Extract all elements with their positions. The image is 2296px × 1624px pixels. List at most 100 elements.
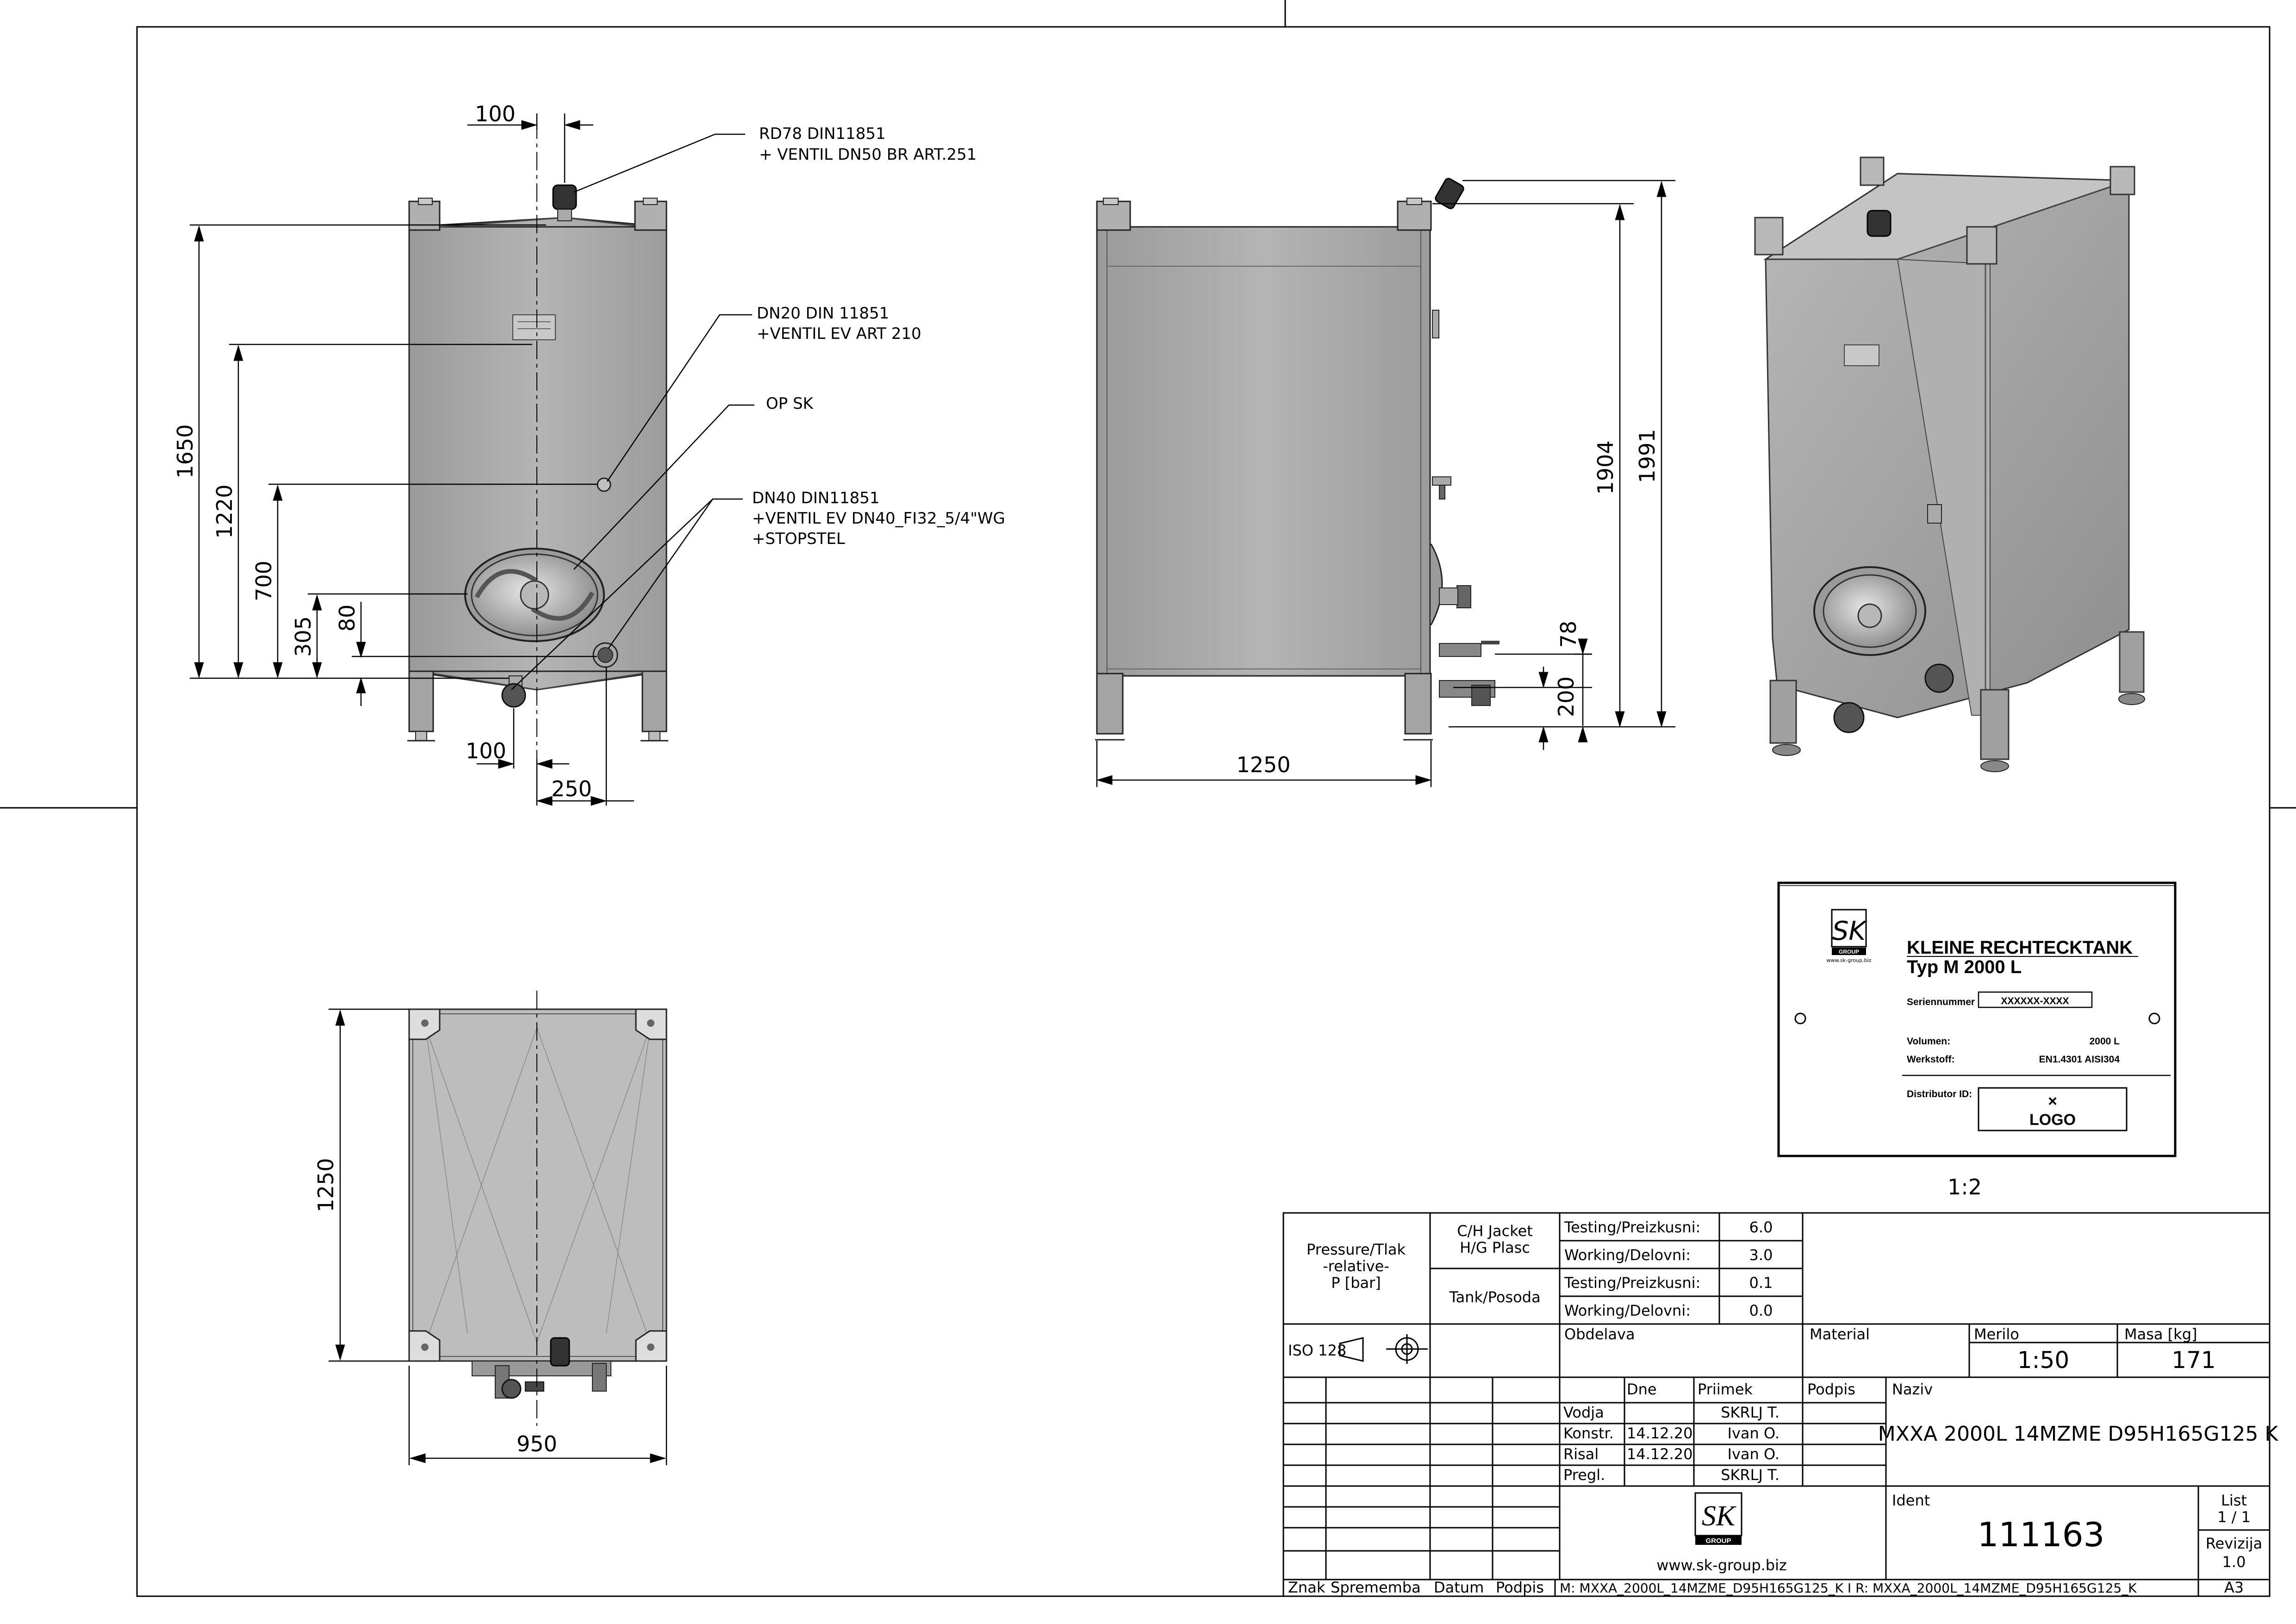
pressure-label-1: Pressure/Tlak — [1307, 1241, 1406, 1258]
naziv-label: Naziv — [1892, 1380, 1933, 1398]
svg-text:www.sk-group.biz: www.sk-group.biz — [1827, 957, 1872, 963]
callout-op: OP SK — [766, 394, 814, 413]
merilo-label: Merilo — [1974, 1325, 2019, 1343]
svg-text:GROUP: GROUP — [1705, 1537, 1731, 1545]
callout-dn40-line2: +VENTIL EV DN40_FI32_5/4"WG — [752, 509, 1005, 528]
nameplate-sk-logo-icon: SK GROUP www.sk-group.biz — [1827, 909, 1872, 963]
staff-1-name: SKRLJ T. — [1721, 1404, 1780, 1421]
pressure-row-3-value: 0.1 — [1749, 1274, 1773, 1292]
ident-value: 111163 — [1978, 1515, 2105, 1554]
dim-top-offset: 100 — [475, 101, 516, 126]
nameplate-title: KLEINE RECHTECKTANK — [1907, 937, 2133, 958]
front-view-callout-text: RD78 DIN11851 + VENTIL DN50 BR ART.251 D… — [752, 125, 1005, 548]
dim-bottom-100: 100 — [466, 738, 506, 763]
dim-1904: 1904 — [1593, 440, 1618, 494]
side-view — [1095, 178, 1500, 741]
nameplate: SK GROUP www.sk-group.biz KLEINE RECHTEC… — [1777, 881, 2177, 1199]
nameplate-serial-value: XXXXXX-XXXX — [2001, 996, 2069, 1006]
front-view — [407, 120, 668, 787]
dim-200: 200 — [1554, 676, 1579, 717]
staff-header-signature: Podpis — [1807, 1380, 1855, 1398]
footer-sprememba: Sprememba — [1331, 1579, 1421, 1596]
staff-header-date: Dne — [1627, 1380, 1657, 1398]
merilo-value: 1:50 — [2017, 1347, 2069, 1374]
front-view-dimensions — [190, 113, 634, 806]
nameplate-volume-value: 2000 L — [2090, 1036, 2120, 1047]
footer-file: M: MXXA_2000L_14MZME_D95H165G125_K I R: … — [1560, 1580, 2137, 1596]
dim-side-width: 1250 — [1236, 752, 1290, 777]
revizija-value: 1.0 — [2222, 1553, 2246, 1571]
dim-305: 305 — [291, 616, 316, 657]
dim-78: 78 — [1556, 621, 1581, 648]
pressure-row-2-value: 3.0 — [1749, 1246, 1773, 1264]
svg-text:SK: SK — [1832, 916, 1868, 946]
side-view-dim-text: 1250 1904 1991 78 200 — [1236, 429, 1660, 777]
dim-1991: 1991 — [1635, 429, 1660, 483]
naziv-value: MXXA 2000L 14MZME D95H165G125 K — [1878, 1422, 2279, 1446]
dim-top-width: 950 — [516, 1431, 557, 1456]
masa-value: 171 — [2172, 1347, 2215, 1374]
nameplate-serial-label: Seriennummer — [1907, 997, 1975, 1007]
callout-dn40-line1: DN40 DIN11851 — [752, 489, 880, 507]
tank-label: Tank/Posoda — [1449, 1288, 1540, 1306]
dim-bottom-250: 250 — [551, 776, 592, 801]
staff-1-role: Vodja — [1563, 1404, 1604, 1421]
pressure-row-2-label: Working/Delovni: — [1564, 1246, 1691, 1264]
projection-symbol-icon — [1339, 1334, 1428, 1364]
nameplate-logo-text: LOGO — [2029, 1111, 2076, 1129]
pressure-row-4-value: 0.0 — [1749, 1302, 1773, 1319]
sk-group-logo-icon: SK GROUP — [1694, 1492, 1742, 1545]
dim-1220: 1220 — [212, 484, 237, 538]
dim-top-depth: 1250 — [313, 1158, 338, 1212]
nameplate-material-label: Werkstoff: — [1907, 1054, 1954, 1065]
svg-text:SK: SK — [1702, 1500, 1737, 1532]
nameplate-rivet-left — [1794, 1012, 1806, 1024]
staff-2-role: Konstr. — [1563, 1424, 1614, 1442]
title-block: Pressure/Tlak -relative- P [bar] C/H Jac… — [1282, 1212, 2279, 1597]
revizija-label: Revizija — [2206, 1535, 2263, 1552]
ident-label: Ident — [1892, 1492, 1930, 1509]
nameplate-logo-x: × — [2048, 1093, 2057, 1110]
footer-format: A3 — [2224, 1579, 2244, 1596]
footer-znak: Znak — [1288, 1579, 1325, 1596]
list-value: 1 / 1 — [2217, 1508, 2251, 1526]
top-view-dim-text: 1250 950 — [313, 1158, 557, 1456]
nameplate-distributor-label: Distributor ID: — [1907, 1089, 1972, 1099]
dim-700: 700 — [251, 561, 276, 601]
pressure-label-3: P [bar] — [1331, 1274, 1381, 1292]
pressure-row-3-label: Testing/Preizkusni: — [1564, 1274, 1700, 1292]
footer-datum: Datum — [1434, 1579, 1484, 1596]
callout-dn20-line1: DN20 DIN 11851 — [757, 304, 889, 323]
staff-2-name: Ivan O. — [1728, 1424, 1780, 1442]
jacket-label-1: C/H Jacket — [1457, 1222, 1533, 1240]
pressure-row-1-label: Testing/Preizkusni: — [1564, 1218, 1700, 1236]
staff-4-name: SKRLJ T. — [1721, 1466, 1780, 1484]
staff-4-role: Pregl. — [1563, 1466, 1605, 1484]
jacket-label-2: H/G Plasc — [1460, 1239, 1530, 1256]
pressure-label-2: -relative- — [1323, 1257, 1389, 1275]
footer-podpis: Podpis — [1496, 1579, 1544, 1596]
callout-rd78-line2: + VENTIL DN50 BR ART.251 — [759, 145, 977, 164]
pressure-row-1-value: 6.0 — [1749, 1218, 1773, 1236]
staff-3-role: Risal — [1563, 1445, 1599, 1463]
nameplate-subtitle: Typ M 2000 L — [1907, 957, 2022, 977]
front-view-leaders — [511, 133, 754, 690]
iso-standard: ISO 128 — [1288, 1342, 1346, 1359]
svg-text:GROUP: GROUP — [1839, 949, 1859, 955]
dim-80: 80 — [335, 605, 360, 632]
pressure-row-4-label: Working/Delovni: — [1564, 1302, 1691, 1319]
side-view-dimensions — [1096, 180, 1675, 787]
staff-3-name: Ivan O. — [1728, 1445, 1780, 1463]
front-view-dim-text: 100 1650 1220 700 305 80 100 250 — [173, 101, 592, 801]
staff-header-name: Priimek — [1698, 1380, 1753, 1398]
staff-3-date: 14.12.20 — [1627, 1445, 1693, 1463]
top-view — [408, 991, 667, 1426]
nameplate-rivet-right — [2148, 1012, 2160, 1024]
nameplate-material-value: EN1.4301 AISI304 — [2039, 1054, 2120, 1065]
callout-dn20-line2: +VENTIL EV ART 210 — [757, 325, 921, 343]
dim-1650: 1650 — [173, 424, 198, 478]
material-label: Material — [1810, 1325, 1870, 1343]
nameplate-scale: 1:2 — [1948, 1174, 1982, 1199]
